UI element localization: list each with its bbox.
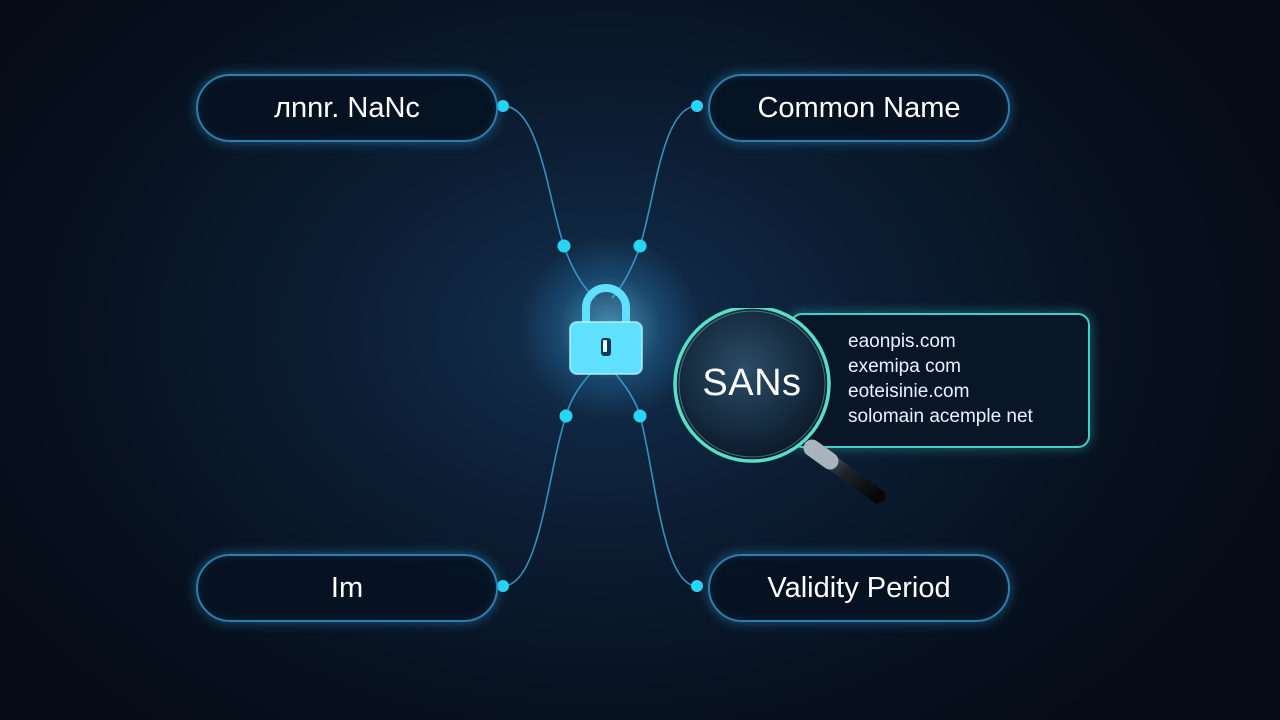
- sans-entry: eaonpis.com: [848, 331, 956, 352]
- field-box-top-left: лnnr. NaNc: [196, 74, 498, 142]
- node-top-right: [691, 100, 703, 112]
- sans-entry: eoteisinie.com: [848, 381, 970, 402]
- node-bottom-left: [497, 580, 509, 592]
- sans-label: SANs: [702, 362, 802, 404]
- sans-list-panel: eaonpis.com exemipa com eoteisinie.com s…: [790, 313, 1090, 448]
- node-mid-left-lower: [559, 409, 573, 423]
- field-label-top-left: лnnr. NaNc: [274, 91, 420, 124]
- magnifying-glass-icon: [673, 308, 886, 504]
- node-bottom-right: [691, 580, 703, 592]
- field-label-validity-period: Validity Period: [767, 571, 951, 604]
- field-label-bottom-left: Im: [330, 571, 364, 604]
- field-box-common-name: Common Name: [708, 74, 1010, 142]
- connector-top-left: [502, 105, 565, 247]
- node-top-left: [497, 100, 509, 112]
- sans-entry: solomain acemple net: [848, 406, 1033, 427]
- lock-icon: [569, 284, 643, 375]
- connector-bottom-right: [639, 415, 698, 587]
- connector-bottom-left: [502, 415, 567, 587]
- field-label-common-name: Common Name: [757, 91, 961, 124]
- sans-entry: exemipa com: [848, 356, 961, 377]
- connector-top-right: [639, 105, 698, 247]
- field-box-bottom-left: Im: [196, 554, 498, 622]
- field-box-validity-period: Validity Period: [708, 554, 1010, 622]
